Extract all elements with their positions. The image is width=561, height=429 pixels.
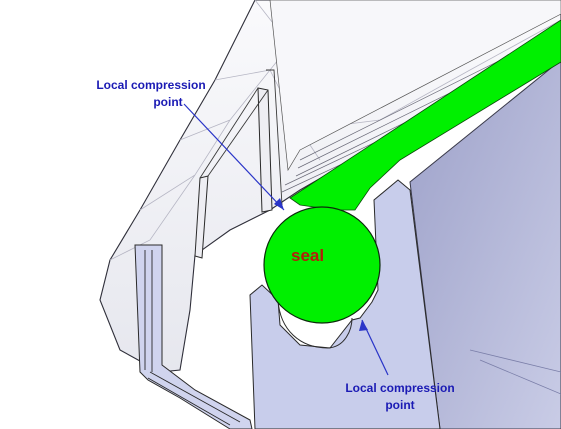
rail-lines bbox=[144, 250, 241, 426]
annotation-bottom-line1: Local compression bbox=[345, 381, 455, 395]
annotation-bottom-line2: point bbox=[385, 398, 415, 412]
seal-label: seal bbox=[291, 246, 325, 265]
frame-body bbox=[409, 59, 561, 429]
seal-carrier bbox=[289, 19, 561, 211]
leader-arrow-bottom bbox=[359, 319, 389, 376]
annotation-top-line1: Local compression bbox=[96, 78, 206, 92]
annotation-bottom: Local compression point bbox=[336, 380, 464, 414]
seal-circle bbox=[263, 206, 381, 324]
rail-channel bbox=[134, 244, 253, 429]
glazing-strip bbox=[269, 0, 561, 172]
door-leaf-lines bbox=[199, 69, 283, 206]
seal-housing bbox=[249, 179, 441, 429]
annotation-top: Local compression point bbox=[88, 77, 214, 111]
frame-body-edge bbox=[469, 349, 561, 395]
leader-arrow-top bbox=[183, 103, 285, 211]
door-leaf-profile bbox=[194, 87, 273, 259]
annotation-top-line2: point bbox=[153, 95, 183, 109]
housing-pocket bbox=[277, 299, 353, 349]
